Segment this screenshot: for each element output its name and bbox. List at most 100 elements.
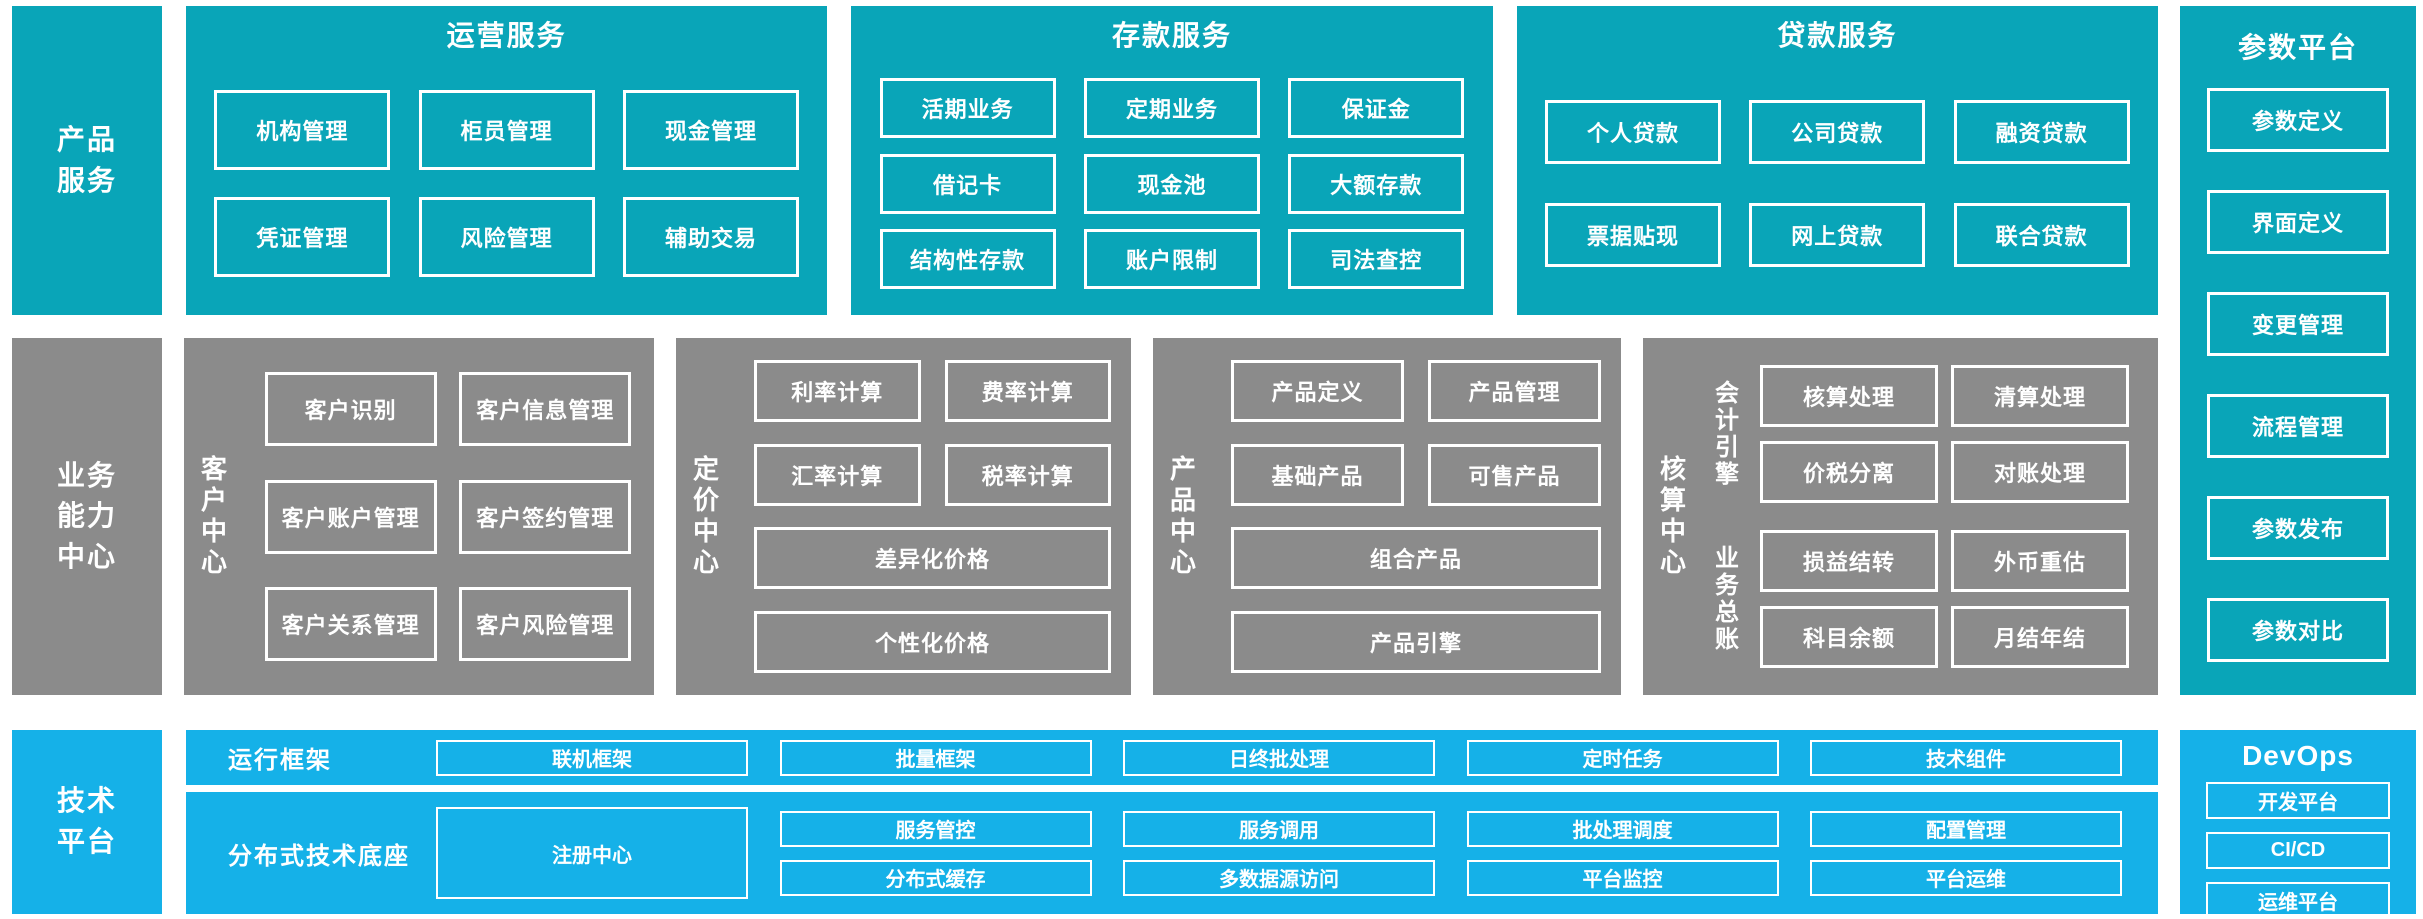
module-box: 个性化价格 [754, 611, 1111, 674]
module-chip: 开发平台 [2206, 782, 2390, 819]
module-box: 界面定义 [2207, 190, 2389, 254]
module-box: 客户签约管理 [459, 479, 632, 554]
customer-center-grid: 客户识别 客户信息管理 客户账户管理 客户签约管理 客户关系管理 客户风险管理 [242, 338, 654, 695]
module-box: 产品引擎 [1231, 611, 1601, 674]
module-chip: 技术组件 [1810, 739, 2122, 776]
module-box: 客户信息管理 [459, 371, 632, 446]
module-box: 活期业务 [879, 77, 1056, 138]
module-box: 产品定义 [1231, 359, 1404, 422]
run-framework-chips: 联机框架 批量框架 日终批处理 定时任务 技术组件 [436, 739, 2158, 776]
module-chip: 批量框架 [779, 739, 1092, 776]
module-box: 凭证管理 [214, 197, 391, 278]
module-box: 税率计算 [944, 443, 1111, 506]
business-ledger-grid: 损益结转 外币重估 科目余额 月结年结 [1747, 530, 2142, 668]
panel-accounting-center: 核算中心 会计引擎 核算处理 清算处理 价税分离 对账处理 业务总账 损益结转 … [1643, 338, 2158, 695]
module-box: 个人贷款 [1544, 100, 1721, 165]
module-box: 网上贷款 [1749, 202, 1926, 267]
module-box: 变更管理 [2207, 292, 2389, 356]
distributed-base-chips: 注册中心 服务管控 分布式缓存 服务调用 多数据源访问 批处理调度 平台监控 [436, 807, 2158, 899]
module-chip: 联机框架 [436, 739, 748, 776]
module-chip: 配置管理 [1810, 810, 2122, 847]
customer-center-title: 客户中心 [197, 454, 228, 579]
module-box: 定期业务 [1083, 77, 1260, 138]
module-box: 账户限制 [1083, 229, 1260, 290]
module-box: 融资贷款 [1953, 100, 2130, 165]
module-box: 客户账户管理 [264, 479, 437, 554]
devops-stack: 开发平台 CI/CD 运维平台 [2206, 782, 2390, 919]
product-center-title: 产品中心 [1166, 454, 1197, 579]
module-box: 参数发布 [2207, 496, 2389, 560]
business-ledger-title: 业务总账 [1710, 545, 1738, 653]
module-box: 客户关系管理 [264, 587, 437, 662]
module-chip: 服务管控 [779, 810, 1092, 847]
module-chip: 多数据源访问 [1123, 859, 1435, 896]
distributed-base-band: 分布式技术底座 注册中心 服务管控 分布式缓存 服务调用 多数据源访问 批处理调… [186, 792, 2158, 914]
chip-column: 配置管理 平台运维 [1810, 810, 2122, 896]
module-box: 结构性存款 [879, 229, 1056, 290]
module-box: 费率计算 [944, 359, 1111, 422]
deposit-services-grid: 活期业务 定期业务 保证金 借记卡 现金池 大额存款 结构性存款 账户限制 司法… [851, 62, 1492, 315]
parameter-platform-title: 参数平台 [2237, 32, 2358, 63]
module-chip: 日终批处理 [1123, 739, 1435, 776]
parameter-platform-stack: 参数定义 界面定义 变更管理 流程管理 参数发布 参数对比 [2207, 88, 2389, 662]
module-chip: 分布式缓存 [779, 859, 1092, 896]
module-chip: 运维平台 [2206, 882, 2390, 919]
module-box: 基础产品 [1231, 443, 1404, 506]
module-box: 损益结转 [1760, 530, 1938, 592]
operations-services-grid: 机构管理 柜员管理 现金管理 凭证管理 风险管理 辅助交易 [186, 62, 827, 315]
module-box: 大额存款 [1288, 153, 1465, 214]
module-box: 外币重估 [1951, 530, 2129, 592]
panel-deposit-services: 存款服务 活期业务 定期业务 保证金 借记卡 现金池 大额存款 结构性存款 账户… [851, 6, 1493, 315]
module-box: 清算处理 [1951, 365, 2129, 427]
accounting-engine-section: 会计引擎 核算处理 清算处理 价税分离 对账处理 [1701, 365, 2142, 503]
product-services-row: 产品 服务 运营服务 机构管理 柜员管理 现金管理 凭证管理 风险管理 辅助交易… [12, 6, 2158, 315]
module-chip: 平台运维 [1810, 859, 2122, 896]
module-box: 联合贷款 [1953, 202, 2130, 267]
module-chip: 服务调用 [1123, 810, 1435, 847]
deposit-services-title: 存款服务 [1111, 20, 1232, 51]
module-box: 差异化价格 [754, 527, 1111, 590]
run-framework-band: 运行框架 联机框架 批量框架 日终批处理 定时任务 技术组件 [186, 730, 2158, 785]
loan-services-title: 贷款服务 [1777, 20, 1898, 51]
module-chip: CI/CD [2206, 832, 2390, 869]
module-box: 票据贴现 [1544, 202, 1721, 267]
panel-parameter-platform: 参数平台 参数定义 界面定义 变更管理 流程管理 参数发布 参数对比 [2180, 6, 2416, 695]
accounting-center-title: 核算中心 [1656, 454, 1687, 579]
module-chip: 批处理调度 [1466, 810, 1779, 847]
module-box: 公司贷款 [1749, 100, 1926, 165]
module-box: 司法查控 [1288, 229, 1465, 290]
panel-product-center: 产品中心 产品定义 产品管理 基础产品 可售产品 组合产品 产品引擎 [1153, 338, 1621, 695]
module-box: 月结年结 [1951, 606, 2129, 668]
product-services-label: 产品 服务 [12, 6, 162, 315]
run-framework-title: 运行框架 [228, 747, 332, 774]
module-chip: 平台监控 [1466, 859, 1779, 896]
module-box: 现金池 [1083, 153, 1260, 214]
technology-platform-stack: 运行框架 联机框架 批量框架 日终批处理 定时任务 技术组件 分布式技术底座 注… [186, 730, 2158, 914]
module-box: 组合产品 [1231, 527, 1601, 590]
module-box: 对账处理 [1951, 441, 2129, 503]
panel-loan-services: 贷款服务 个人贷款 公司贷款 融资贷款 票据贴现 网上贷款 联合贷款 [1516, 6, 2158, 315]
pricing-center-grid: 利率计算 费率计算 汇率计算 税率计算 差异化价格 个性化价格 [734, 338, 1131, 695]
module-box: 保证金 [1288, 77, 1465, 138]
business-capability-row: 业务 能力 中心 客户中心 客户识别 客户信息管理 客户账户管理 客户签约管理 … [12, 338, 2158, 695]
module-box: 价税分离 [1760, 441, 1938, 503]
accounting-engine-grid: 核算处理 清算处理 价税分离 对账处理 [1747, 365, 2142, 503]
module-box: 参数对比 [2207, 598, 2389, 662]
chip-column: 批处理调度 平台监控 [1466, 810, 1779, 896]
pricing-center-title: 定价中心 [689, 454, 720, 579]
module-box: 客户风险管理 [459, 587, 632, 662]
product-center-grid: 产品定义 产品管理 基础产品 可售产品 组合产品 产品引擎 [1211, 338, 1621, 695]
chip-column: 服务管控 分布式缓存 [779, 810, 1092, 896]
module-box: 核算处理 [1760, 365, 1938, 427]
module-box: 产品管理 [1428, 359, 1601, 422]
module-box: 现金管理 [622, 89, 799, 170]
registry-center-box: 注册中心 [436, 807, 748, 899]
module-box: 流程管理 [2207, 394, 2389, 458]
business-ledger-section: 业务总账 损益结转 外币重估 科目余额 月结年结 [1701, 530, 2142, 668]
chip-column: 服务调用 多数据源访问 [1123, 810, 1435, 896]
distributed-base-title: 分布式技术底座 [228, 842, 410, 870]
loan-services-grid: 个人贷款 公司贷款 融资贷款 票据贴现 网上贷款 联合贷款 [1517, 62, 2158, 315]
module-box: 参数定义 [2207, 88, 2389, 152]
accounting-center-sections: 会计引擎 核算处理 清算处理 价税分离 对账处理 业务总账 损益结转 外币重估 … [1701, 338, 2158, 695]
